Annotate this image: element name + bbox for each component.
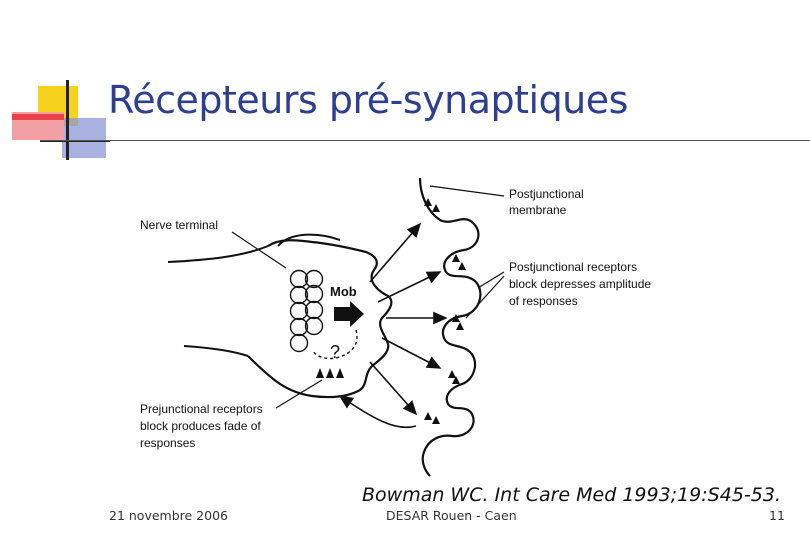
deco-horizontal-line [40, 140, 110, 142]
prejunctional-receptors-label-line3: responses [140, 436, 195, 450]
citation: Bowman WC. Int Care Med 1993;19:S45-53. [362, 484, 781, 506]
release-arrows [369, 222, 448, 416]
postjunctional-membrane [418, 177, 482, 477]
mob-arrow [334, 301, 364, 327]
label-pointers [231, 185, 505, 409]
mob-label: Mob [330, 284, 357, 299]
prejunctional-receptors [316, 368, 344, 378]
postjunctional-membrane-label-line2: membrane [509, 203, 567, 217]
footer-date: 21 novembre 2006 [109, 508, 228, 523]
nerve-axon-upper [167, 245, 269, 263]
nerve-axon-lower [183, 345, 249, 357]
prejunctional-receptors-label-line1: Prejunctional receptors [140, 402, 263, 416]
footer-center: DESAR Rouen - Caen [386, 508, 517, 523]
prejunctional-return-arrow [338, 395, 417, 429]
deco-vertical-line [66, 80, 69, 160]
page-number: 11 [769, 508, 785, 523]
slide-title: Récepteurs pré-synaptiques [108, 78, 628, 122]
deco-blue-square [62, 118, 106, 158]
nerve-terminal-outline [247, 239, 393, 399]
deco-red-bar [12, 114, 64, 120]
postjunctional-receptors-marks [424, 198, 466, 424]
prejunctional-receptors-label-line2: block produces fade of [140, 419, 261, 433]
nerve-terminal-label: Nerve terminal [140, 218, 218, 232]
postjunctional-receptors-label-line3: of responses [509, 294, 578, 308]
vesicle-cluster [289, 269, 324, 353]
postjunctional-membrane-label-line1: Postjunctional [509, 187, 584, 201]
nerve-terminal-top [277, 233, 341, 247]
question-mark: ? [330, 342, 340, 362]
postjunctional-receptors-label-line1: Postjunctional receptors [509, 260, 637, 274]
title-underline [40, 140, 810, 141]
postjunctional-receptors-label-line2: block depresses amplitude [509, 277, 651, 291]
